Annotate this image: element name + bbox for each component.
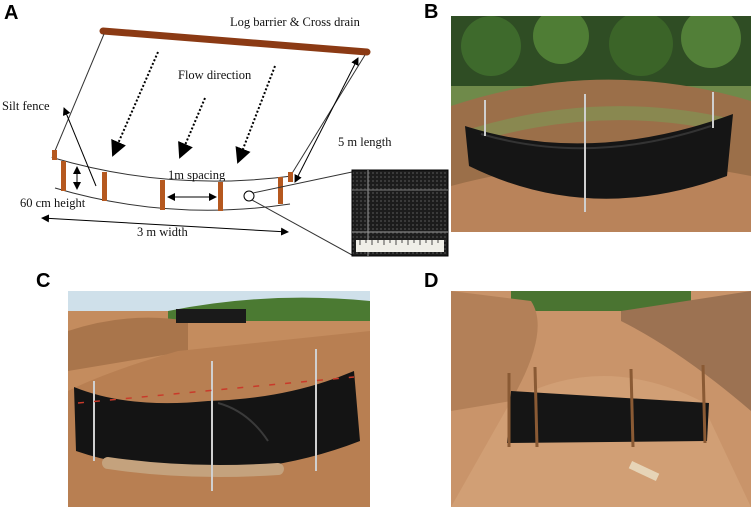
silt-fence-fabric [465,114,733,199]
silt-fence-top-edge [53,157,293,182]
flow-direction-label: Flow direction [178,68,252,82]
silt-fence-pointer [62,107,97,187]
silt-fence-bottom-edge [54,187,291,211]
flow-arrow-1 [111,51,159,157]
height-label: 60 cm height [20,196,86,210]
silt-fence-fabric [507,391,709,443]
zoom-line-top [252,171,353,194]
stake [278,177,283,204]
stake [102,172,107,201]
zoom-origin-circle [243,190,255,202]
log-barrier [99,27,371,56]
length-label: 5 m length [338,135,392,149]
stake [218,182,223,211]
log-barrier-label: Log barrier & Cross drain [230,15,361,29]
length-dimension-arrow [294,57,359,183]
zoom-line-bottom [251,199,353,256]
stake [160,180,165,210]
flow-arrow-3 [235,65,276,164]
silt-fence-label: Silt fence [2,99,50,113]
panel-label-a: A [4,2,19,24]
stake [52,150,57,160]
photo-panel-b [451,16,751,232]
panel-label-d: D [424,270,439,292]
width-label: 3 m width [137,225,188,239]
panel-label-c: C [36,270,51,292]
fabric-closeup-inset [351,169,449,257]
stake [61,161,66,191]
panel-label-b: B [424,1,439,23]
silt-fence-fabric [74,371,360,471]
left-boundary-line [51,33,105,159]
photo-panel-c [68,291,370,507]
width-dimension-arrow [41,214,289,236]
ruler [356,240,444,252]
spacing-label: 1m spacing [168,168,226,182]
right-boundary-line [290,54,366,176]
stake [288,172,293,182]
flow-arrow-2 [178,97,206,159]
silt-fence-schematic: Log barrier & Cross drain Flow direction… [2,15,449,257]
photo-panel-d [451,291,751,507]
